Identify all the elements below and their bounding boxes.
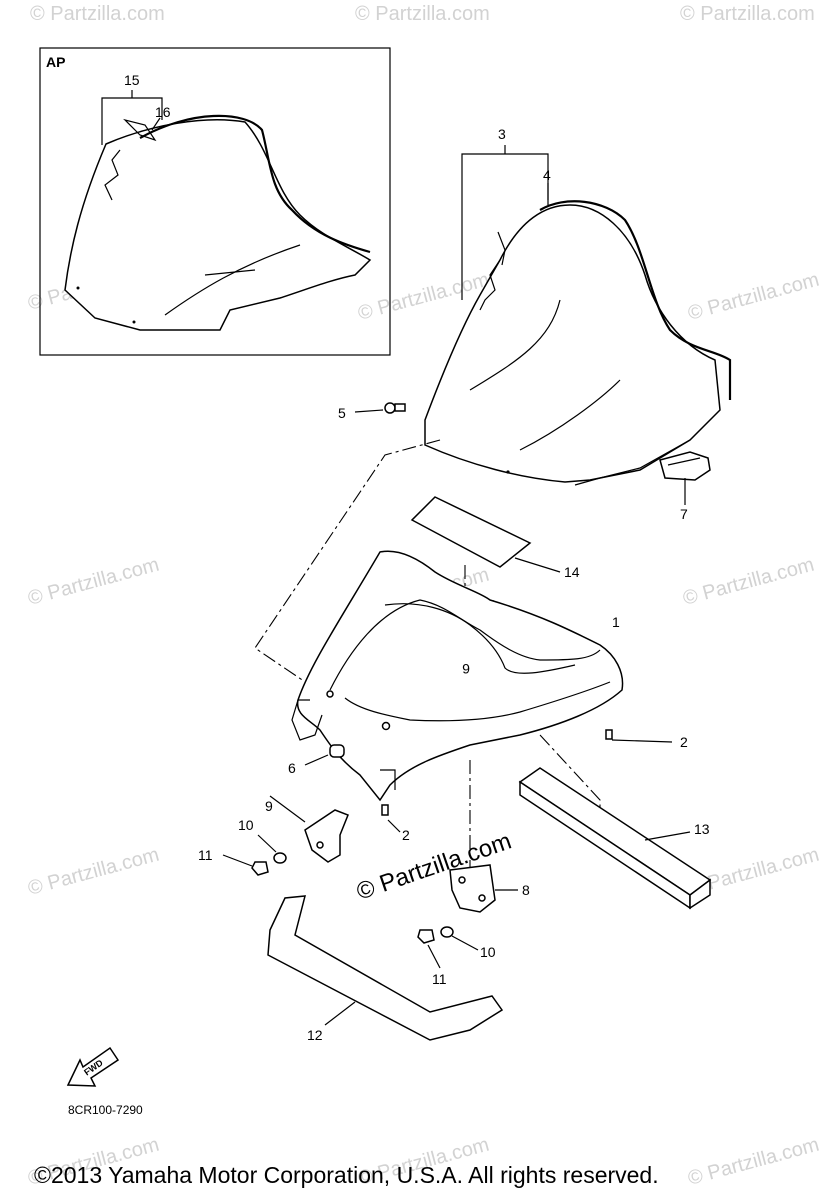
windshield-part xyxy=(424,200,732,486)
watermark: © Partzilla.com xyxy=(686,1134,822,1190)
pad-14 xyxy=(410,496,532,568)
bolt-5 xyxy=(354,402,406,414)
inset-windshield xyxy=(64,114,372,331)
part-code: 8CR100-7290 xyxy=(68,1103,143,1117)
callout-14: 14 xyxy=(564,564,580,580)
grommet-6 xyxy=(304,744,345,766)
callout-12: 12 xyxy=(307,1027,323,1043)
clip-7 xyxy=(659,451,711,505)
watermark: © Partzilla.com xyxy=(686,269,822,325)
callout-10: 10 xyxy=(480,944,496,960)
callout-2: 2 xyxy=(680,734,688,750)
washer-10a xyxy=(257,834,287,864)
watermark: © Partzilla.com xyxy=(355,3,490,25)
inset-label: AP xyxy=(46,54,66,70)
callout-9: 9 xyxy=(265,798,273,814)
washer-10b xyxy=(440,926,479,951)
watermark: © Partzilla.com xyxy=(26,554,162,610)
bracket-9 xyxy=(269,795,349,863)
callouts: 1 2 2 3 4 5 6 7 8 9 10 10 11 11 12 13 14… xyxy=(124,72,710,1043)
bolt-2a xyxy=(605,729,673,743)
callout-15: 15 xyxy=(124,72,140,88)
watermark: © Partzilla.com xyxy=(26,844,162,900)
callout-2: 2 xyxy=(402,827,410,843)
watermark: © Partzilla.com xyxy=(30,3,165,25)
copyright-notice: ©2013 Yamaha Motor Corporation, U.S.A. A… xyxy=(34,1162,659,1188)
callout-5: 5 xyxy=(338,405,346,421)
bracket-8 xyxy=(449,864,518,913)
watermark: © Partzilla.com xyxy=(680,3,815,25)
block-13 xyxy=(518,767,712,910)
nut-11a xyxy=(222,854,269,876)
callout-7: 7 xyxy=(680,506,688,522)
callout-3: 3 xyxy=(498,126,506,142)
cowling-1: 6 xyxy=(291,550,624,802)
fwd-arrow-icon: FWD xyxy=(66,1046,120,1087)
callout-13: 13 xyxy=(694,821,710,837)
callout-11: 11 xyxy=(432,971,447,987)
svg-text:6: 6 xyxy=(462,661,470,677)
callout-16: 16 xyxy=(155,104,171,120)
bolt-2b xyxy=(381,804,401,833)
inset-box xyxy=(39,47,391,356)
callout-11: 11 xyxy=(198,847,213,863)
callout-8: 8 xyxy=(522,882,530,898)
watermark: © Partzilla.com xyxy=(681,554,817,610)
nut-11b xyxy=(417,929,441,969)
callout-4: 4 xyxy=(543,167,551,183)
callout-1: 1 xyxy=(612,614,620,630)
callout-10: 10 xyxy=(238,817,254,833)
callout-6: 6 xyxy=(288,760,296,776)
seal-12 xyxy=(267,895,504,1041)
